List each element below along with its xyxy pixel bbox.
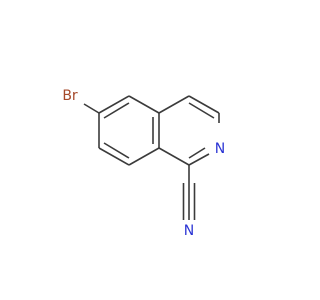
bromine-label: Br bbox=[62, 88, 78, 104]
bond-c6-c5 bbox=[98, 95, 130, 114]
bond-c4-c3-inner bbox=[188, 102, 215, 119]
bond-br-c6 bbox=[83, 103, 100, 114]
bond-c8a-c8 bbox=[128, 147, 160, 166]
bond-c4a-c4 bbox=[158, 95, 190, 114]
bond-c6-c5-inner bbox=[103, 102, 130, 119]
bonds bbox=[83, 95, 220, 220]
bond-n2-c1 bbox=[188, 153, 210, 166]
ring-nitrogen-label: N bbox=[215, 141, 225, 157]
bond-n2-c1-inner bbox=[188, 147, 206, 159]
bond-c1-c8a bbox=[158, 147, 190, 166]
bond-c4-c3 bbox=[188, 95, 220, 114]
nitrile-nitrogen-label: N bbox=[184, 223, 194, 239]
bond-c5-c4a bbox=[128, 95, 160, 114]
molecule-drawing: Br N N bbox=[62, 88, 225, 239]
atom-labels: Br N N bbox=[62, 88, 225, 239]
bond-c8-c7 bbox=[98, 147, 130, 166]
structure-canvas: Br N N bbox=[62, 88, 225, 239]
bond-c8-c7-inner bbox=[103, 142, 130, 159]
